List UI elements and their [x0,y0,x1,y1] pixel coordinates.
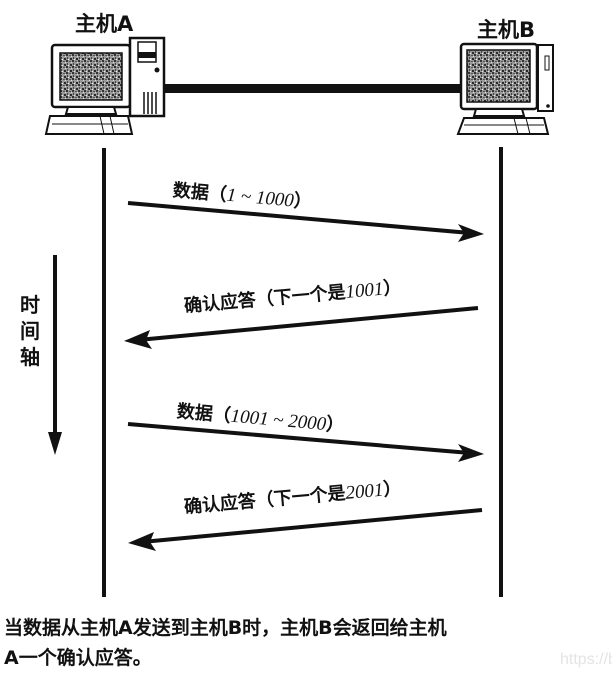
network-cable [164,84,464,93]
host-a-computer-icon [44,36,166,135]
watermark: https://b [560,651,612,668]
message-arrow-4 [128,508,483,551]
figure-caption: 当数据从主机A发送到主机B时，主机B会返回给主机 A一个确认应答。 [4,613,594,673]
caption-line-1: 当数据从主机A发送到主机B时，主机B会返回给主机 [4,617,447,639]
message-arrow-2 [124,306,479,349]
host-a-label: 主机A [75,12,134,36]
message-arrow-3 [127,422,484,462]
caption-line-2: A一个确认应答。 [4,647,152,669]
host-b-label: 主机B [477,18,536,42]
message-arrow-1 [127,201,484,242]
time-axis-label: 时 间 轴 [20,293,40,369]
time-axis-arrow-icon [48,255,62,455]
host-b-computer-icon [456,42,554,135]
